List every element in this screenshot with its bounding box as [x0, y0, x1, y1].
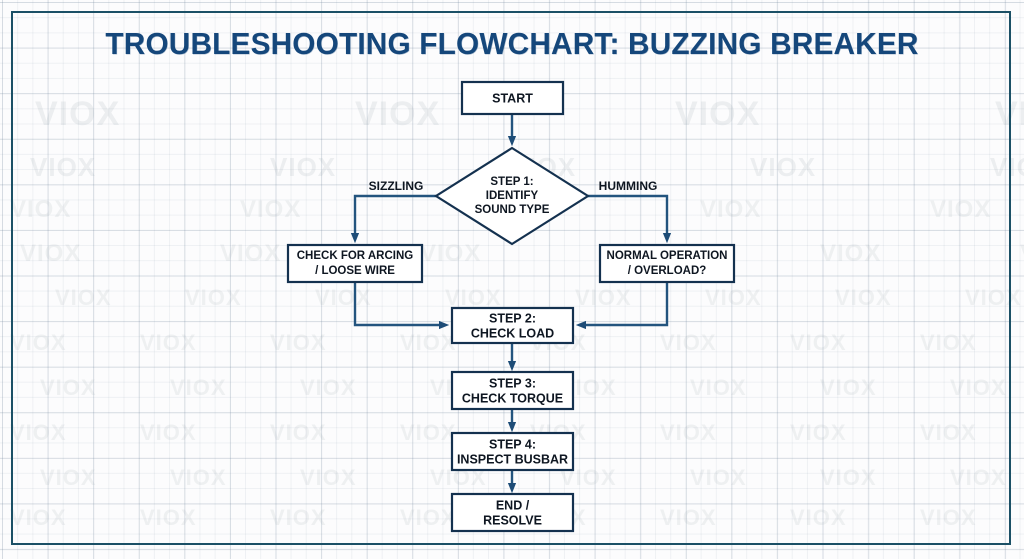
edge-label-sizzling: SIZZLING	[369, 179, 424, 193]
node-arcing-line2: / LOOSE WIRE	[315, 265, 395, 277]
node-start[interactable]: START	[460, 80, 565, 116]
edge-normal-to-step2	[575, 282, 669, 330]
edge-label-humming: HUMMING	[599, 179, 658, 193]
node-step3-check-torque[interactable]: STEP 3: CHECK TORQUE	[450, 370, 575, 411]
node-step2-line2: CHECK LOAD	[471, 326, 554, 340]
node-step3-line1: STEP 3:	[489, 376, 536, 390]
node-step2-check-load[interactable]: STEP 2: CHECK LOAD	[450, 306, 575, 345]
node-step4-line1: STEP 4:	[489, 437, 536, 451]
node-step3-line2: CHECK TORQUE	[462, 391, 563, 405]
node-step1-line1: STEP 1:	[490, 176, 533, 188]
node-step1-line2: IDENTIFY	[486, 190, 539, 202]
node-step1-line3: SOUND TYPE	[475, 204, 550, 216]
node-check-for-arcing[interactable]: CHECK FOR ARCING / LOOSE WIRE	[286, 243, 424, 284]
node-step4-line2: INSPECT BUSBAR	[457, 452, 568, 466]
edge-step1-to-normal: HUMMING	[588, 179, 672, 244]
node-end-line2: RESOLVE	[483, 513, 542, 527]
node-start-label: START	[492, 91, 533, 105]
node-arcing-line1: CHECK FOR ARCING	[297, 250, 414, 262]
edge-arcing-to-step2	[353, 282, 450, 330]
node-step2-line1: STEP 2:	[489, 311, 536, 325]
node-end-resolve[interactable]: END / RESOLVE	[450, 492, 575, 533]
node-normal-line2: / OVERLOAD?	[628, 265, 707, 277]
edge-step1-to-arcing: SIZZLING	[350, 179, 436, 244]
node-normal-line1: NORMAL OPERATION	[607, 250, 728, 262]
node-normal-operation[interactable]: NORMAL OPERATION / OVERLOAD?	[598, 243, 736, 284]
node-step4-inspect-busbar[interactable]: STEP 4: INSPECT BUSBAR	[450, 431, 575, 472]
page-title: TROUBLESHOOTING FLOWCHART: BUZZING BREAK…	[105, 26, 919, 61]
node-step1-identify-sound-type[interactable]: STEP 1: IDENTIFY SOUND TYPE	[433, 146, 591, 246]
outer-frame-border	[11, 11, 1011, 545]
node-end-line1: END /	[496, 498, 530, 512]
